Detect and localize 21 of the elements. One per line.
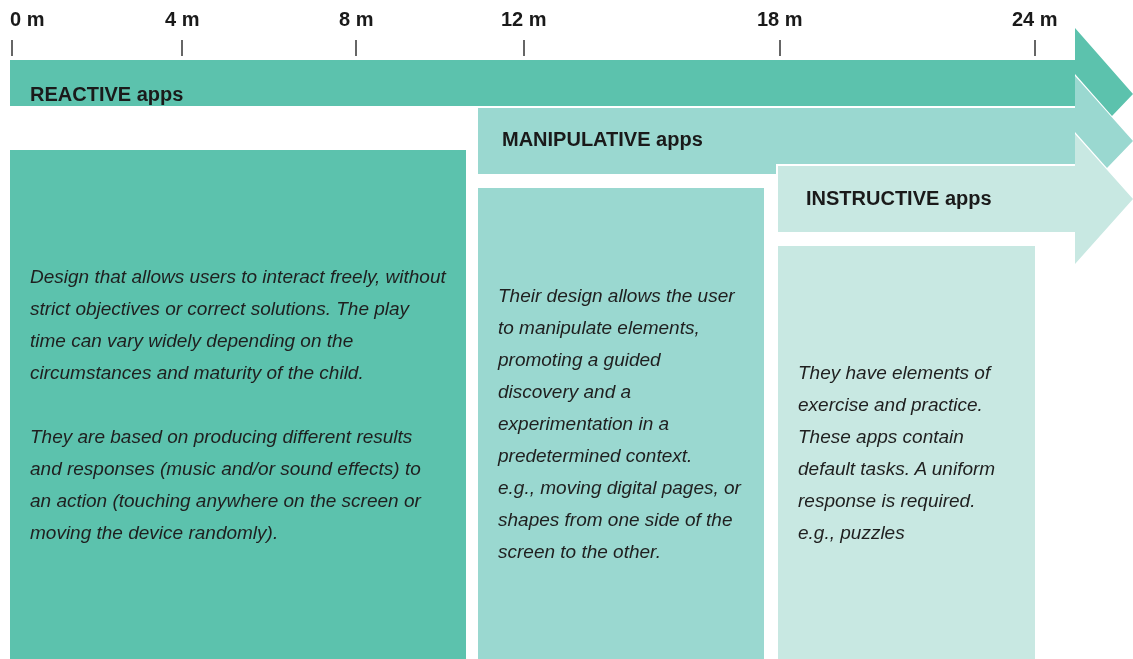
description-text: They have elements of exercise and practice. These apps contain default tasks. A uniform response is required. <box>798 360 997 513</box>
tick-label: 12 m <box>501 8 547 31</box>
arrow-band <box>778 134 1133 264</box>
description-text: Design that allows users to interact freely, without strict objectives or correct solutions. The play time can vary widely depending on the circumstances and maturity of the child. <box>30 264 446 385</box>
tick-label: 4 m <box>165 8 200 31</box>
description-text: e.g., puzzles <box>798 520 906 545</box>
tick-label: 18 m <box>757 8 803 31</box>
description-text: They are based on producing different results and responses (music and/or sound effects) to an action (touching anywhere on the screen or moving the device randomly). <box>30 424 423 545</box>
tick-label: 24 m <box>1012 8 1058 31</box>
tick-label: 8 m <box>339 8 374 31</box>
tick-label: 0 m <box>10 8 45 31</box>
band-label: REACTIVE apps <box>30 83 184 106</box>
description-panel <box>778 246 1035 659</box>
band-label: MANIPULATIVE apps <box>502 128 703 151</box>
description-panel <box>478 188 764 659</box>
band-label: INSTRUCTIVE apps <box>806 187 992 210</box>
description-text: e.g., moving digital pages, or shapes from one side of the screen to the other. <box>498 475 743 564</box>
arrow-band <box>10 28 1133 116</box>
description-panel <box>10 150 466 659</box>
arrow-band <box>478 76 1133 174</box>
description-text: Their design allows the user to manipulate elements, promoting a guided discovery and a experimentation in a predetermined context. <box>498 283 736 468</box>
